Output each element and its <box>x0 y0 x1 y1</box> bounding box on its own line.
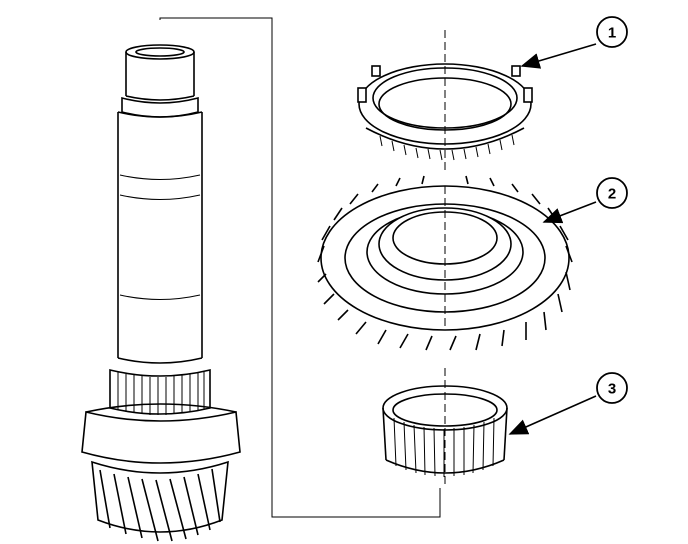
callout-3-label: 3 <box>608 381 616 398</box>
callout-3: 3 <box>508 372 628 435</box>
helical-gear <box>317 175 573 351</box>
synchronizer-ring <box>357 30 533 170</box>
input-shaft <box>81 44 241 542</box>
needle-bearing <box>382 368 508 488</box>
callout-2-label: 2 <box>608 186 616 203</box>
assembly-path-line <box>159 17 441 518</box>
callout-1-label: 1 <box>608 25 616 42</box>
callout-2: 2 <box>542 177 628 224</box>
callout-1: 1 <box>520 16 628 69</box>
